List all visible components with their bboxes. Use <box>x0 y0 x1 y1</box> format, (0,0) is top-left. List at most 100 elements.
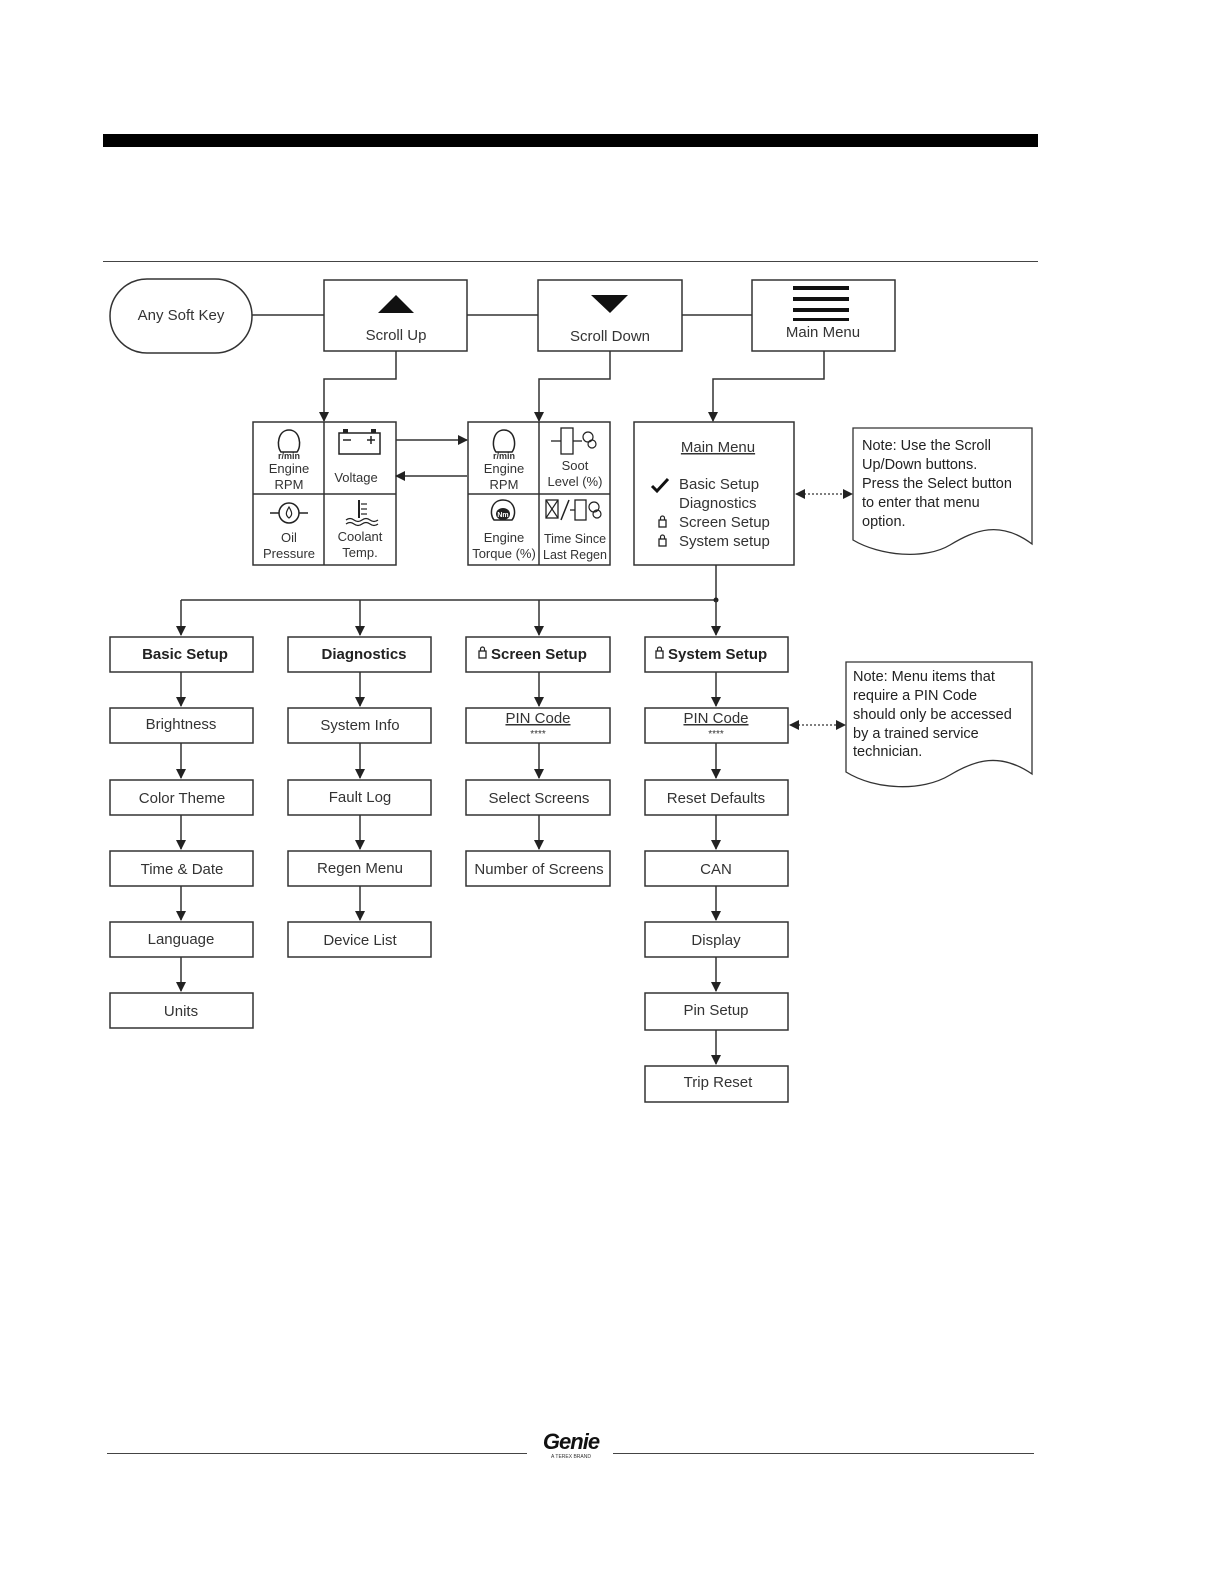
system-setup-pin-code[interactable]: PIN Code **** <box>644 707 789 744</box>
torque-unit-label: Nm <box>497 512 508 519</box>
system-setup-column: System Setup PIN Code **** Reset Default… <box>644 636 789 1103</box>
display-item[interactable]: Display <box>644 921 789 958</box>
engine-rpm-label: Engine <box>269 461 309 476</box>
voltage-label: Voltage <box>334 470 377 485</box>
gauge-screen-1: r/min Engine RPM Voltage Oil Pre <box>252 421 397 566</box>
language-item[interactable]: Language <box>109 921 254 958</box>
lock-icon <box>478 646 487 659</box>
main-menu-title: Main Menu <box>681 439 755 456</box>
brightness-item[interactable]: Brightness <box>109 707 254 744</box>
time-date-item[interactable]: Time & Date <box>109 850 254 887</box>
screen-setup-pin-code[interactable]: PIN Code **** <box>465 707 611 744</box>
number-of-screens-item[interactable]: Number of Screens <box>465 850 611 887</box>
trip-reset-item[interactable]: Trip Reset <box>644 1065 789 1103</box>
diagnostics-column: Diagnostics System Info Fault Log Regen … <box>287 636 432 958</box>
arrow-scroll-up-to-screen1 <box>319 351 397 422</box>
regen-timer-icon <box>545 499 602 521</box>
color-theme-label: Color Theme <box>139 790 225 807</box>
select-screens-item[interactable]: Select Screens <box>465 779 611 816</box>
scroll-down-label: Scroll Down <box>570 328 650 345</box>
coolant-temp-cell: Coolant Temp. <box>338 500 383 560</box>
menu-item-basic-setup[interactable]: Basic Setup <box>679 476 759 493</box>
menu-item-diagnostics[interactable]: Diagnostics <box>679 495 757 512</box>
time-date-label: Time & Date <box>141 861 224 878</box>
note-scroll-buttons: Note: Use the Scroll Up/Down buttons. Pr… <box>852 427 1033 555</box>
note2-line: should only be accessed <box>853 707 1012 723</box>
scroll-up-label: Scroll Up <box>366 327 427 344</box>
reset-defaults-item[interactable]: Reset Defaults <box>644 779 789 816</box>
menu-item-system-setup[interactable]: System setup <box>679 533 770 550</box>
torque-icon: Nm <box>490 499 516 521</box>
hamburger-menu-icon <box>793 286 849 321</box>
display-label: Display <box>691 932 741 949</box>
can-item[interactable]: CAN <box>644 850 789 887</box>
diagnostics-header[interactable]: Diagnostics <box>287 636 432 673</box>
pin-setup-label: Pin Setup <box>683 1002 748 1019</box>
note1-line: Press the Select button <box>862 476 1012 492</box>
arrow-main-menu-to-menu <box>708 351 825 422</box>
logo-wordmark: Genie <box>542 1429 600 1454</box>
triangle-up-icon <box>378 295 414 313</box>
battery-icon <box>338 429 381 455</box>
header-rule <box>103 261 1038 262</box>
genie-logo: Genie A TEREX BRAND <box>535 1429 607 1461</box>
note1-line: Note: Use the Scroll <box>862 438 991 454</box>
reset-defaults-label: Reset Defaults <box>667 790 765 807</box>
note2-line: technician. <box>853 744 922 760</box>
engine-rpm-cell: r/min Engine RPM <box>269 429 309 492</box>
lock-icon <box>655 646 664 659</box>
oil-pressure-label: Oil <box>281 530 297 545</box>
trip-reset-label: Trip Reset <box>684 1074 753 1091</box>
triangle-down-icon <box>591 295 628 313</box>
regen-menu-item[interactable]: Regen Menu <box>287 850 432 887</box>
coolant-temp-label-2: Temp. <box>342 545 377 560</box>
screen-setup-column: Screen Setup PIN Code **** Select Screen… <box>465 636 611 887</box>
engine-icon <box>277 429 301 453</box>
device-list-label: Device List <box>323 932 397 949</box>
pin-setup-item[interactable]: Pin Setup <box>644 992 789 1031</box>
lock-icon <box>658 515 667 528</box>
color-theme-item[interactable]: Color Theme <box>109 779 254 816</box>
time-since-regen-label-2: Last Regen <box>543 548 607 562</box>
language-label: Language <box>148 931 215 948</box>
scroll-down-button[interactable]: Scroll Down <box>537 279 683 352</box>
engine-rpm-cell-2: r/min Engine RPM <box>484 429 524 492</box>
engine-rpm-label-2: RPM <box>275 477 304 492</box>
menu-item-screen-setup[interactable]: Screen Setup <box>679 514 770 531</box>
screen-setup-header-label: Screen Setup <box>491 646 587 663</box>
any-soft-key-node: Any Soft Key <box>109 278 253 354</box>
system-setup-header[interactable]: System Setup <box>644 636 789 673</box>
select-screens-label: Select Screens <box>489 790 590 807</box>
pin-code-label: PIN Code <box>683 710 748 727</box>
lock-icon <box>658 534 667 547</box>
coolant-temperature-icon <box>345 500 379 527</box>
fault-log-label: Fault Log <box>329 789 392 806</box>
basic-setup-column: Basic Setup Brightness Color Theme Time … <box>109 636 254 1029</box>
engine-torque-cell: Nm Engine Torque (%) <box>472 499 536 561</box>
main-menu-button[interactable]: Main Menu <box>751 279 896 352</box>
footer-rule-right <box>613 1453 1034 1454</box>
device-list-item[interactable]: Device List <box>287 921 432 958</box>
soot-level-label: Soot <box>562 458 589 473</box>
time-since-regen-label: Time Since <box>544 532 606 546</box>
basic-setup-header[interactable]: Basic Setup <box>109 636 254 673</box>
number-of-screens-label: Number of Screens <box>474 861 603 878</box>
time-since-regen-cell: Time Since Last Regen <box>543 499 607 562</box>
rpm-unit-label: r/min <box>278 451 300 461</box>
engine-rpm-label: Engine <box>484 461 524 476</box>
soot-filter-icon <box>551 427 597 455</box>
system-info-label: System Info <box>320 717 399 734</box>
system-info-item[interactable]: System Info <box>287 707 432 744</box>
voltage-cell: Voltage <box>334 429 381 485</box>
gauge-screen-2: r/min Engine RPM Soot Level (%) Nm Engin… <box>467 421 611 566</box>
main-menu-label: Main Menu <box>786 324 860 341</box>
note1-line: to enter that menu <box>862 495 980 511</box>
basic-setup-header-label: Basic Setup <box>142 646 228 663</box>
any-soft-key-label: Any Soft Key <box>138 307 225 324</box>
scroll-up-button[interactable]: Scroll Up <box>323 279 468 352</box>
units-item[interactable]: Units <box>109 992 254 1029</box>
engine-torque-label: Engine <box>484 530 524 545</box>
header-bar <box>103 134 1038 147</box>
fault-log-item[interactable]: Fault Log <box>287 779 432 816</box>
screen-setup-header[interactable]: Screen Setup <box>465 636 611 673</box>
